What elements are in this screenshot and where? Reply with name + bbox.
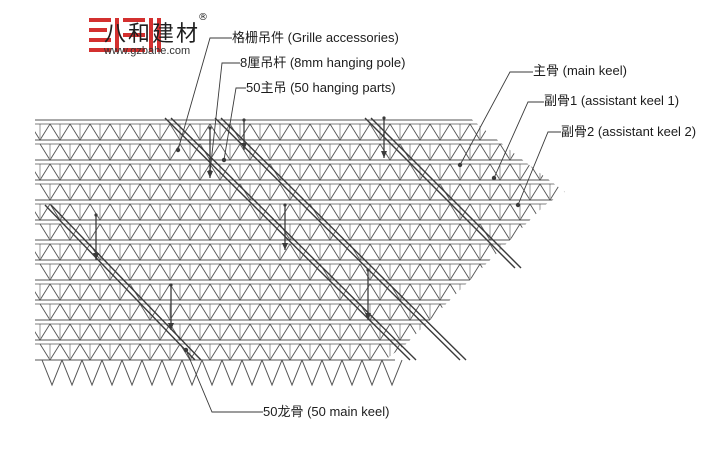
grille-edge-tooth bbox=[201, 359, 223, 387]
callout-leader-dot bbox=[183, 347, 189, 353]
grille-edge-tooth bbox=[121, 359, 143, 387]
label-hanging-parts: 50主吊 (50 hanging parts) bbox=[246, 80, 396, 95]
callout-leader-dot bbox=[221, 157, 227, 163]
hanging-pole-tip bbox=[365, 313, 371, 320]
callout-leader-dot bbox=[457, 162, 463, 168]
label-grille-accessories: 格栅吊件 (Grille accessories) bbox=[232, 30, 399, 45]
grille-edge-tooth bbox=[341, 359, 363, 387]
hanging-pole-top bbox=[283, 203, 287, 207]
grille-edge-tooth bbox=[81, 359, 103, 387]
label-50-main-keel: 50龙骨 (50 main keel) bbox=[263, 404, 390, 419]
main-keel-line bbox=[214, 117, 461, 361]
main-keel-line bbox=[220, 117, 467, 361]
grille-edge-tooth bbox=[381, 359, 403, 387]
grille-edge-tooth bbox=[301, 359, 323, 387]
callout-leader-line bbox=[493, 101, 544, 179]
hanging-pole-top bbox=[169, 283, 173, 287]
grille-edge-tooth bbox=[141, 359, 163, 387]
hanging-pole-top bbox=[366, 268, 370, 272]
callout-leader-dot bbox=[207, 169, 213, 175]
main-keel-line bbox=[370, 117, 522, 269]
brand-logo bbox=[89, 18, 161, 52]
callout-leader-dot bbox=[515, 202, 521, 208]
grille-edge-tooth bbox=[161, 359, 183, 387]
grille-edge-tooth bbox=[221, 359, 243, 387]
hanging-pole-top bbox=[94, 213, 98, 217]
callout-leader-line bbox=[185, 349, 263, 413]
callout-leader-line bbox=[459, 71, 533, 166]
callout-leader-line bbox=[209, 62, 240, 173]
registered-mark: ® bbox=[198, 12, 208, 23]
callout-leader-line bbox=[177, 37, 232, 151]
main-keel-line bbox=[364, 117, 516, 269]
hanging-pole-tip bbox=[381, 151, 387, 158]
hanging-pole-tip bbox=[93, 253, 99, 260]
main-keel-line bbox=[50, 204, 202, 361]
label-assistant-keel-1: 副骨1 (assistant keel 1) bbox=[544, 93, 680, 108]
main-keel-line bbox=[44, 204, 196, 361]
grille-edge-tooth bbox=[241, 359, 263, 387]
label-main-keel: 主骨 (main keel) bbox=[533, 63, 627, 78]
brand-name: 八和建材 bbox=[104, 22, 201, 47]
grille-edge-tooth bbox=[261, 359, 283, 387]
hanging-pole-top bbox=[208, 126, 212, 130]
callout-leader-line bbox=[517, 131, 561, 206]
hanging-pole-top bbox=[242, 118, 246, 122]
hanging-pole-tip bbox=[282, 243, 288, 250]
grille-pattern bbox=[35, 119, 565, 360]
label-assistant-keel-2: 副骨2 (assistant keel 2) bbox=[561, 124, 697, 139]
label-hanging-pole: 8厘吊杆 (8mm hanging pole) bbox=[240, 55, 406, 70]
grille-edge-tooth bbox=[101, 359, 123, 387]
grille-edge-tooth bbox=[321, 359, 343, 387]
hanging-pole-tip bbox=[168, 323, 174, 330]
grille-edge-tooth bbox=[281, 359, 303, 387]
grille-edge-tooth bbox=[361, 359, 383, 387]
grille-edge-tooth bbox=[41, 359, 63, 387]
hanging-pole-top bbox=[382, 116, 386, 120]
hanging-pole-tip bbox=[241, 143, 247, 150]
grille-edge-tooth bbox=[181, 359, 203, 387]
grille-edge-tooth bbox=[61, 359, 83, 387]
callout-leader-dot bbox=[175, 147, 181, 153]
brand-website: www.gzbahe.com bbox=[104, 45, 191, 57]
main-keel-line bbox=[164, 117, 411, 361]
callout-leader-line bbox=[223, 87, 246, 161]
callout-leader-dot bbox=[491, 175, 497, 181]
